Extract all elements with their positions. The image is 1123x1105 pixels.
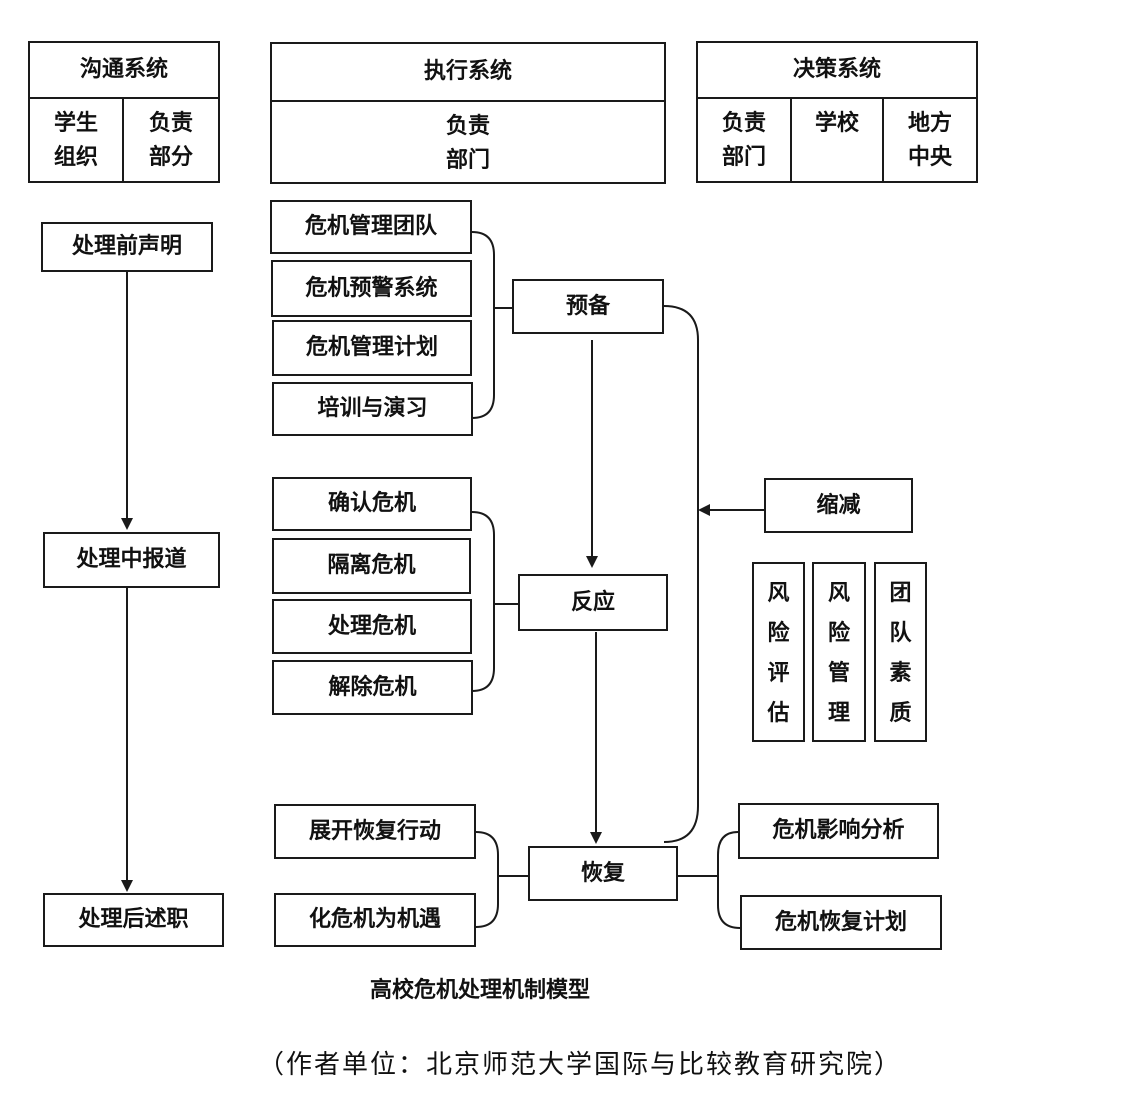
communication-system-header: 沟通系统 xyxy=(28,41,220,99)
bracket-recover-outputs xyxy=(717,831,741,929)
left-flow-during: 处理中报道 xyxy=(43,532,220,588)
loop-recover-to-prepare xyxy=(663,305,699,843)
decision-col-local-central: 地方 中央 xyxy=(907,111,952,170)
bracket-recover xyxy=(475,831,499,928)
recover-output-impact-analysis: 危机影响分析 xyxy=(738,803,939,859)
reduce-item-risk-assessment: 风险评估 xyxy=(752,562,805,742)
decision-system-body xyxy=(696,97,978,183)
prepare-item-plan: 危机管理计划 xyxy=(272,320,472,376)
stage-reduce: 缩减 xyxy=(764,478,913,533)
respond-item-isolate: 隔离危机 xyxy=(272,538,471,594)
decision-col-school: 学校 xyxy=(814,111,859,136)
decision-divider-2 xyxy=(882,97,884,183)
decision-divider-1 xyxy=(790,97,792,183)
reduce-item-team-quality: 团队素质 xyxy=(874,562,927,742)
decision-system-header: 决策系统 xyxy=(696,41,978,99)
prepare-item-training: 培训与演习 xyxy=(272,382,473,436)
decision-col-responsible-dept: 负责 部门 xyxy=(721,111,766,170)
execution-system-header: 执行系统 xyxy=(270,42,666,102)
bracket-prepare xyxy=(471,231,495,419)
respond-item-resolve: 解除危机 xyxy=(272,660,473,715)
recover-item-opportunity: 化危机为机遇 xyxy=(274,893,476,947)
author-affiliation: （作者单位：北京师范大学国际与比较教育研究院） xyxy=(258,1050,903,1080)
reduce-item-risk-management: 风险管理 xyxy=(812,562,866,742)
communication-col-responsible-part: 负责 部分 xyxy=(148,111,193,170)
communication-divider xyxy=(122,97,124,183)
execution-responsible-dept: 负责 部门 xyxy=(445,114,490,173)
communication-system-body xyxy=(28,97,220,183)
left-flow-after: 处理后述职 xyxy=(43,893,224,947)
stage-respond: 反应 xyxy=(518,574,668,631)
prepare-item-warning-system: 危机预警系统 xyxy=(271,260,472,317)
respond-item-handle: 处理危机 xyxy=(272,599,472,654)
stage-recover: 恢复 xyxy=(528,846,678,901)
respond-item-confirm: 确认危机 xyxy=(272,477,472,531)
recover-item-action: 展开恢复行动 xyxy=(274,804,476,859)
figure-caption: 高校危机处理机制模型 xyxy=(370,978,591,1003)
prepare-item-crisis-team: 危机管理团队 xyxy=(270,200,472,254)
communication-col-student-org: 学生 组织 xyxy=(53,111,98,170)
left-flow-before: 处理前声明 xyxy=(41,222,213,272)
bracket-respond xyxy=(471,511,495,692)
recover-output-recovery-plan: 危机恢复计划 xyxy=(740,895,942,950)
stage-prepare: 预备 xyxy=(512,279,664,334)
execution-system-body xyxy=(270,100,666,184)
